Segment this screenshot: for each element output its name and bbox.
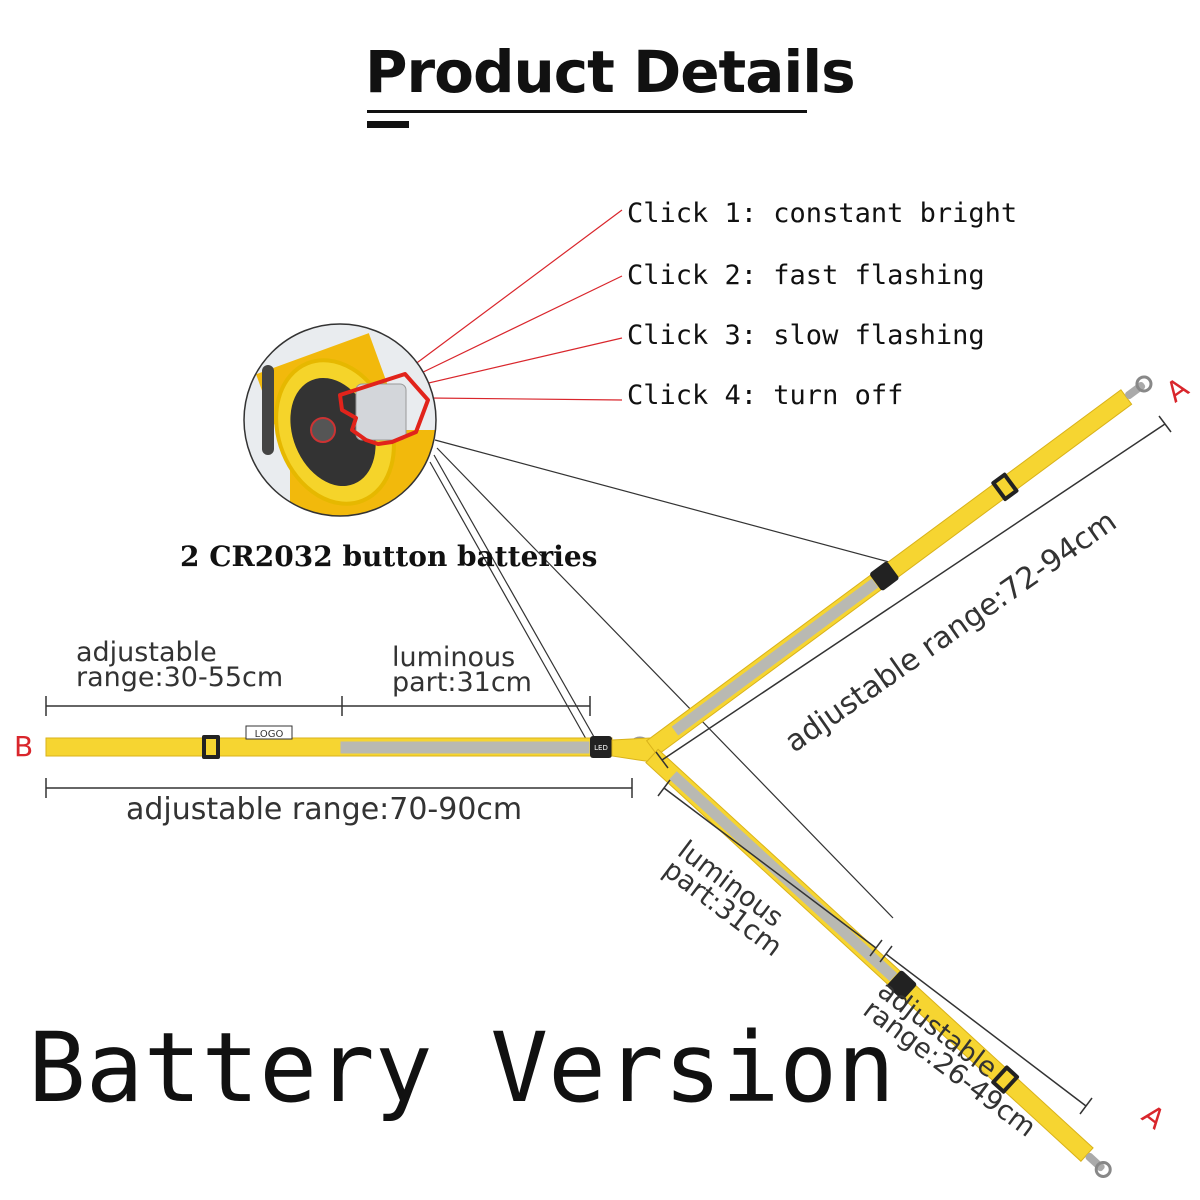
battery-zoom-border — [243, 323, 437, 517]
mode-click-4: Click 4: turn off — [627, 380, 904, 411]
battery-zoom — [244, 324, 436, 516]
led-box-left — [590, 736, 612, 758]
mode-click-1: Click 1: constant bright — [627, 198, 1018, 229]
end-label-b: B — [14, 730, 34, 763]
pointing-hand-icon — [338, 372, 430, 446]
led-box-lower — [887, 970, 917, 1000]
logo-text: LOGO — [255, 729, 284, 740]
mode-pointer-lines — [409, 209, 623, 401]
battery-leader-lines — [429, 439, 894, 919]
left-dimension-lines — [45, 696, 633, 798]
led-text: LED — [594, 744, 608, 752]
left-luminous-line2: part:31cm — [392, 667, 532, 698]
upper-branch — [645, 375, 1153, 756]
lower-dimension-lines — [657, 779, 1093, 1115]
left-adjustable-line2: range:30-55cm — [76, 662, 284, 693]
battery-caption: 2 CR2032 button batteries — [180, 540, 598, 573]
mode-click-2: Click 2: fast flashing — [627, 260, 985, 291]
version-label: Battery Version — [28, 1012, 895, 1124]
snap-hook-lower — [1085, 1152, 1105, 1172]
left-total-range: adjustable range:70-90cm — [126, 792, 523, 827]
title-underline — [367, 110, 807, 113]
left-adjustable-line1: adjustable — [76, 637, 217, 668]
left-luminous-line1: luminous — [392, 642, 516, 673]
left-strap: LED — [45, 735, 613, 759]
title-accent-bar — [367, 121, 409, 128]
lower-branch — [645, 748, 1112, 1178]
mode-click-3: Click 3: slow flashing — [627, 320, 985, 351]
upper-dimension-line — [655, 415, 1172, 769]
logo-tag — [245, 725, 293, 740]
page-title: Product Details — [365, 38, 856, 106]
snap-hook-upper — [1125, 381, 1146, 400]
led-box-upper — [870, 561, 899, 591]
